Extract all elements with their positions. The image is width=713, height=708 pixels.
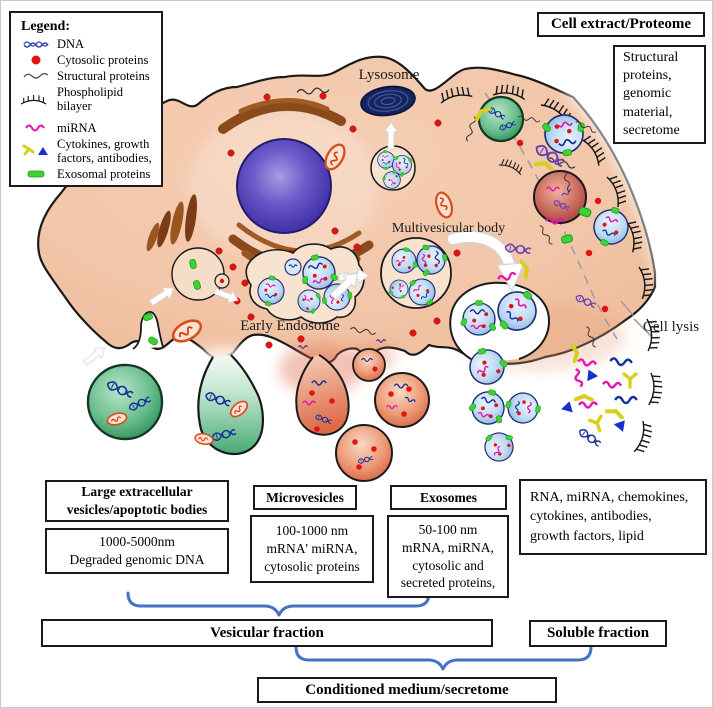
- legend-item-structural: Structural proteins: [21, 69, 155, 83]
- legend-item-cytosolic: Cytosolic proteins: [21, 53, 155, 67]
- antibody: [587, 414, 608, 435]
- multivesicular-body-label: Multivesicular body: [391, 221, 506, 236]
- exosomes-title-box: Exosomes: [390, 485, 507, 510]
- exosome: [503, 390, 543, 426]
- microvesicles-details-box: 100-1000 nm mRNA' miRNA, cytosolic prote…: [250, 515, 374, 583]
- apoptotic-vesicle-green: [477, 95, 525, 143]
- legend-title: Legend:: [21, 19, 70, 34]
- golgi-stack: [146, 194, 197, 252]
- microvesicle-budding: [295, 354, 350, 436]
- lysed-cell-contents: [472, 95, 633, 349]
- large-ev-title-box: Large extracellular vesicles/apoptotic b…: [45, 480, 229, 522]
- cell-extract-contents: Structural proteins, genomic material, s…: [623, 50, 680, 138]
- soluble-contents-box: RNA, miRNA, chemokines, cytokines, antib…: [519, 479, 707, 555]
- cell-extract-contents-box: Structural proteins, genomic material, s…: [613, 45, 706, 144]
- nucleus: [236, 138, 332, 234]
- antibody: [622, 372, 638, 389]
- rna-molecule: [608, 356, 634, 368]
- legend-item-cytokines: Cytokines, growth factors, antibodies,: [21, 137, 155, 165]
- cell-extract-title: Cell extract/Proteome: [550, 16, 692, 32]
- large-extracellular-vesicle: [86, 363, 164, 441]
- cell-extract-title-box: Cell extract/Proteome: [537, 12, 705, 37]
- rna-molecule: [614, 395, 638, 405]
- microvesicles-title-box: Microvesicles: [253, 485, 357, 510]
- vesicular-brace: [126, 591, 431, 617]
- microvesicle: [374, 372, 430, 428]
- lysed-edge-fade: [561, 77, 677, 289]
- multivesicular-body: [380, 237, 452, 312]
- legend-item-mirna: miRNA: [21, 121, 155, 135]
- exosomal-proteins-icon: [21, 168, 51, 180]
- early-endosome-label: Early Endosome: [240, 318, 340, 334]
- growth-factor: [583, 367, 599, 382]
- legend-item-exosomal: Exosomal proteins: [21, 167, 155, 181]
- mirna-icon: [21, 122, 51, 134]
- soluble-fraction-box: Soluble fraction: [529, 620, 667, 647]
- cell-lysis-label: Cell lysis: [642, 319, 700, 335]
- large-ev-details-box: 1000-5000nm Degraded genomic DNA: [45, 528, 229, 574]
- structural-proteins-icon: [21, 70, 51, 82]
- exosome: [466, 385, 510, 428]
- exosomes-details-box: 50-100 nm mRNA, miRNA, cytosolic and sec…: [387, 515, 509, 598]
- lysed-vesicle-red: [533, 170, 587, 224]
- cytokines-icon: [21, 139, 51, 163]
- membrane-invagination: [132, 311, 164, 350]
- white-arrow: [80, 342, 109, 369]
- cytokine: [604, 405, 626, 421]
- grouping-braces: [126, 591, 593, 671]
- conditioned-medium-box: Conditioned medium/secretome: [257, 677, 557, 703]
- early-endosome: [245, 243, 365, 324]
- growth-factor: [561, 399, 576, 413]
- microvesicle-bud-small: [352, 348, 386, 382]
- mirna-molecule: [601, 380, 623, 390]
- mirna-molecule: [572, 367, 584, 389]
- conditioned-brace: [294, 645, 593, 671]
- apoptotic-body-budding: [193, 354, 264, 456]
- endocytic-vesicle: [171, 247, 230, 301]
- exosome: [478, 425, 519, 466]
- cytosolic-proteins-icon: [21, 54, 51, 66]
- lysosome-label: Lysosome: [358, 67, 420, 83]
- membrane-fusion-site: [449, 282, 551, 364]
- phospholipid-bilayer-icon: [21, 90, 51, 108]
- cytokine: [573, 393, 595, 403]
- legend-item-phospholipid: Phospholipid bilayer: [21, 85, 155, 113]
- lysosome: [360, 85, 416, 117]
- cytosolic-proteins: [516, 139, 609, 313]
- dna-icon: [21, 38, 51, 50]
- mirna-molecule: [577, 401, 599, 409]
- vesicular-fraction-box: Vesicular fraction: [41, 619, 493, 647]
- microvesicle: [335, 424, 393, 482]
- legend-item-dna: DNA: [21, 37, 155, 51]
- legend-box: Legend: DNA Cytosolic proteins Structura…: [9, 11, 163, 187]
